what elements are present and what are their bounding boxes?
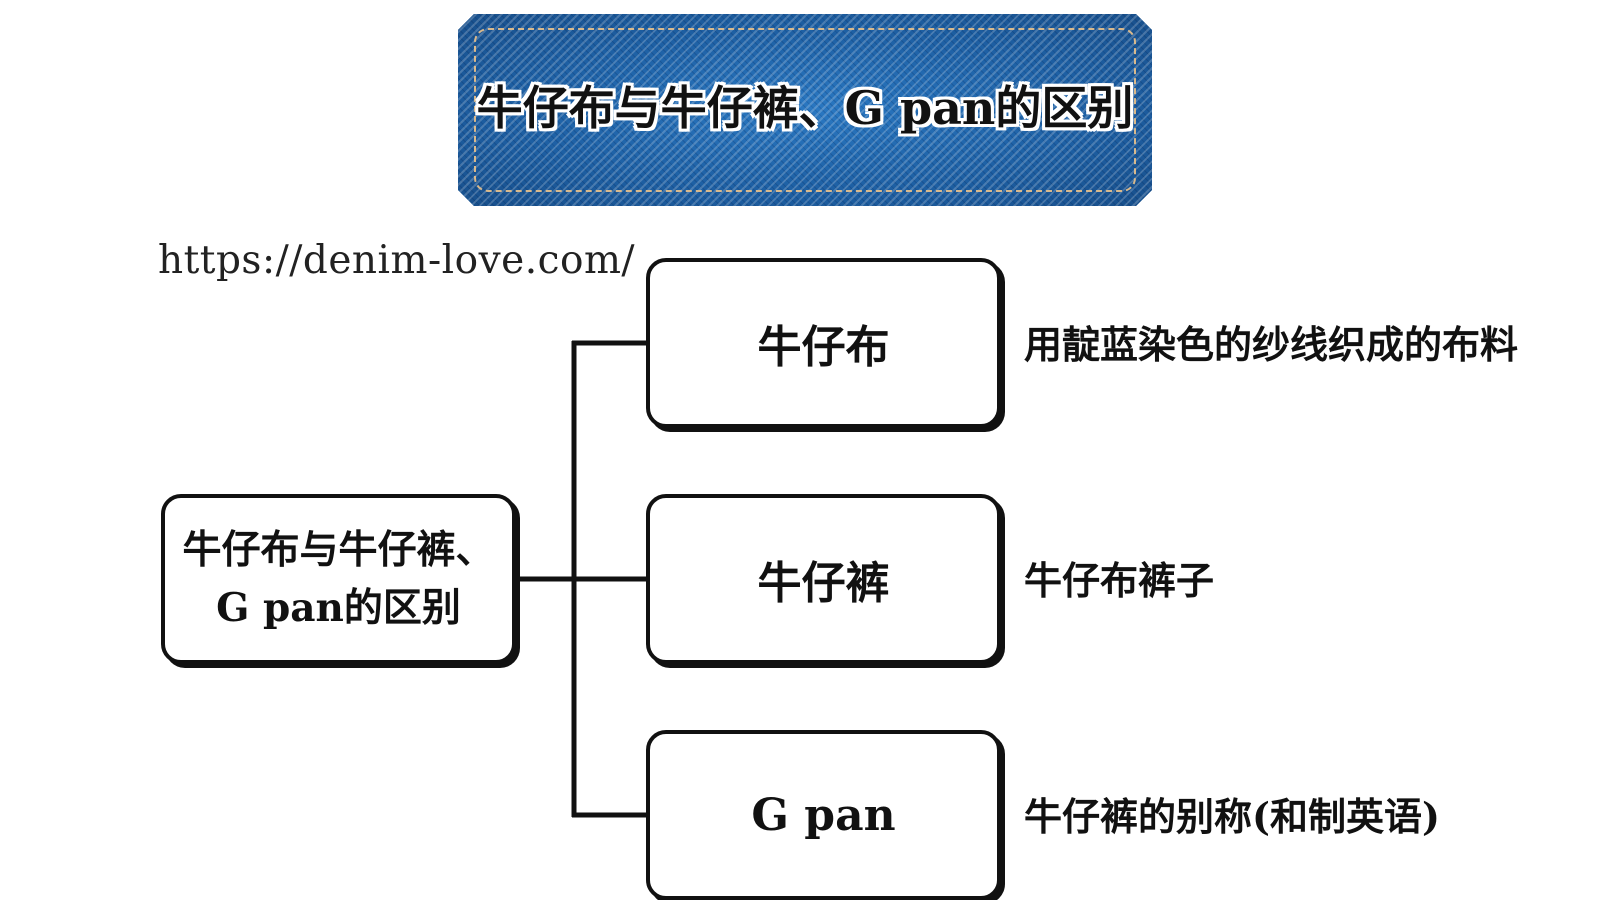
description-denim: 用靛蓝染色的纱线织成的布料	[1024, 322, 1519, 367]
root-node: 牛仔布与牛仔裤、G pan的区别	[161, 494, 516, 664]
root-node-label: 牛仔布与牛仔裤、G pan的区别	[182, 527, 495, 631]
site-url-watermark: https://denim-love.com/	[158, 238, 636, 283]
node-gpan-label: G pan	[751, 789, 896, 841]
description-gpan: 牛仔裤的别称(和制英语)	[1024, 794, 1440, 839]
description-jeans: 牛仔布裤子	[1024, 558, 1215, 603]
denim-title-banner: 牛仔布与牛仔裤、G pan的区别	[458, 14, 1152, 206]
node-gpan: G pan	[646, 730, 1001, 900]
node-jeans: 牛仔裤	[646, 494, 1001, 664]
banner-title: 牛仔布与牛仔裤、G pan的区别	[476, 81, 1134, 135]
node-denim: 牛仔布	[646, 258, 1001, 428]
node-denim-label: 牛仔布	[757, 322, 890, 373]
banner-stitching	[474, 28, 1136, 192]
node-jeans-label: 牛仔裤	[757, 558, 890, 609]
